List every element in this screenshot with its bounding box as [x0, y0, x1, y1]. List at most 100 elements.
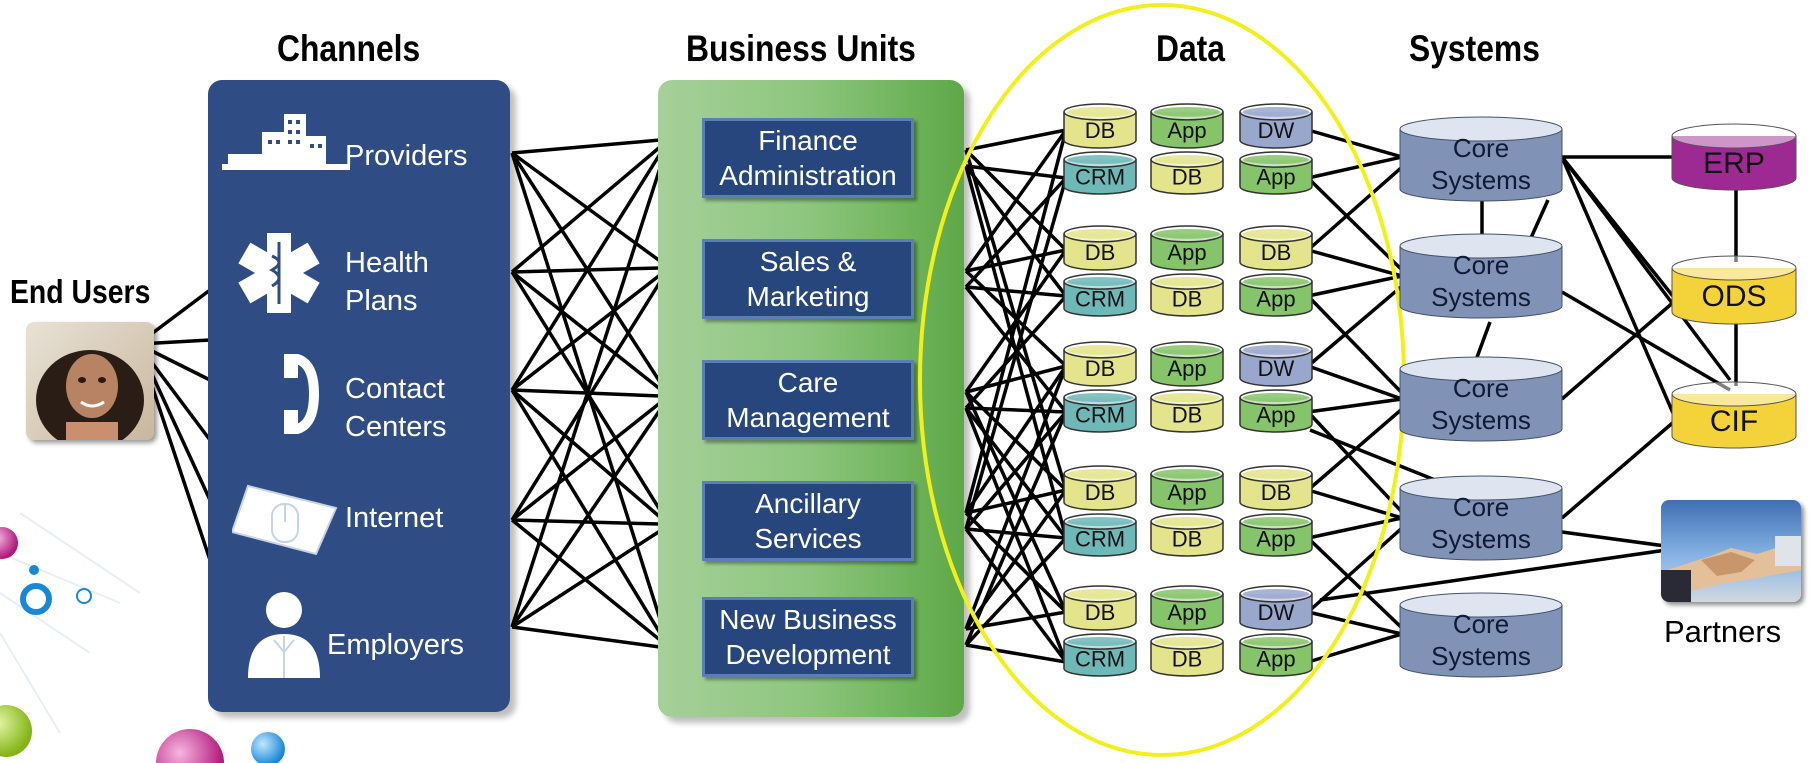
data-header: Data — [1156, 28, 1225, 69]
connector-line — [148, 358, 212, 442]
core-systems-line1: Core — [1453, 250, 1509, 280]
data-cylinder-crm-label: CRM — [1075, 165, 1125, 190]
connector-line — [1560, 418, 1678, 520]
star-of-life-icon — [238, 233, 320, 313]
connector-line — [511, 529, 661, 629]
end-users-label: End Users — [10, 273, 151, 310]
channel-employers-label: Employers — [327, 629, 464, 661]
connector-line — [510, 273, 662, 392]
data-cylinder-dw-label: DW — [1258, 600, 1295, 625]
connector-line — [964, 365, 1068, 630]
data-cylinder-app-label: App — [1256, 165, 1295, 190]
channel-health-plans-label: Health Plans — [345, 247, 429, 317]
connector-line — [1307, 128, 1403, 159]
connector-line — [965, 610, 1067, 631]
data-cylinder-app: App — [1239, 273, 1313, 317]
connector-line — [1307, 248, 1403, 278]
core-systems-line2: Systems — [1431, 524, 1531, 554]
systems-header: Systems — [1409, 28, 1540, 69]
data-cylinder-app: App — [1150, 465, 1224, 511]
partners-photo — [1661, 500, 1801, 602]
data-cylinder-crm: CRM — [1063, 633, 1137, 677]
data-cylinder-dw-label: DW — [1258, 118, 1295, 143]
data-cylinder-app: App — [1150, 225, 1224, 271]
data-cylinder-app-label: App — [1256, 287, 1295, 312]
connector-line — [1528, 199, 1550, 241]
connector-line — [511, 138, 661, 155]
connector-line — [510, 152, 662, 620]
data-cylinder-db-label: DB — [1085, 480, 1116, 505]
data-cylinder-app: App — [1239, 151, 1313, 195]
connector-line — [1307, 610, 1403, 636]
data-cylinder-db-label: DB — [1172, 403, 1203, 428]
data-cylinder-app: App — [1239, 633, 1313, 677]
data-cylinder-crm: CRM — [1063, 389, 1137, 433]
connector-line — [1319, 546, 1681, 602]
data-cylinder-db: DB — [1150, 273, 1224, 317]
channel-contact-centers-label: Contact Centers — [345, 373, 447, 443]
core-systems-line2: Systems — [1431, 282, 1531, 312]
connector-line — [1307, 155, 1403, 180]
data-cylinder-db-label: DB — [1172, 287, 1203, 312]
data-cylinder-db-label: DB — [1085, 600, 1116, 625]
data-cylinder-crm-label: CRM — [1075, 527, 1125, 552]
woman-portrait-icon — [36, 350, 144, 440]
data-cylinder-crm-label: CRM — [1075, 647, 1125, 672]
data-cylinder-db: DB — [1150, 151, 1224, 195]
data-cylinder-app-label: App — [1256, 527, 1295, 552]
connector-line — [964, 511, 1068, 614]
connector-line — [964, 128, 1068, 273]
connector-line — [510, 271, 662, 511]
connector-line — [510, 401, 662, 522]
data-cylinder-dw-label: DW — [1258, 356, 1295, 381]
connector-line — [965, 248, 1067, 273]
ods-cylinder: ODS — [1671, 255, 1797, 325]
partners-label: Partners — [1664, 614, 1782, 649]
core-systems-line1: Core — [1453, 492, 1509, 522]
data-cylinder-app-label: App — [1167, 480, 1206, 505]
data-cylinder-db-label: DB — [1085, 118, 1116, 143]
connector-line — [510, 409, 662, 628]
channels-header: Channels — [277, 28, 421, 69]
connector-line — [1306, 176, 1404, 272]
data-cylinder-crm-label: CRM — [1075, 403, 1125, 428]
handshake-icon — [1661, 536, 1801, 602]
data-cylinder-crm: CRM — [1063, 151, 1137, 195]
connector-line — [964, 129, 1068, 514]
connector-line — [1306, 536, 1404, 630]
data-cylinder-app: App — [1150, 341, 1224, 387]
data-cylinder-db-label: DB — [1085, 356, 1116, 381]
data-cylinder-app-label: App — [1167, 240, 1206, 265]
mouse-icon — [232, 484, 338, 556]
connector-line — [511, 518, 661, 526]
connector-line — [510, 388, 662, 519]
decorative-bubbles — [0, 513, 285, 763]
telephone-icon — [284, 354, 320, 434]
erp-cylinder-label: ERP — [1703, 147, 1765, 180]
end-user-photo — [26, 322, 154, 440]
connector-line — [964, 527, 1068, 664]
cif-cylinder: CIF — [1671, 381, 1797, 449]
data-cylinder-db-label: DB — [1172, 647, 1203, 672]
data-cylinder-db: DB — [1150, 513, 1224, 557]
data-cylinder-app-label: App — [1256, 403, 1295, 428]
data-cylinder-db-label: DB — [1085, 240, 1116, 265]
data-cylinder-db: DB — [1063, 465, 1137, 511]
connector-line — [964, 488, 1068, 631]
data-cylinder-dw: DW — [1239, 103, 1313, 149]
data-cylinder-app: App — [1239, 513, 1313, 557]
data-cylinder-app: App — [1239, 389, 1313, 433]
data-cylinder-db-label: DB — [1172, 165, 1203, 190]
data-cylinder-app-label: App — [1167, 600, 1206, 625]
connector-line — [149, 338, 211, 346]
building-icon — [222, 114, 350, 170]
connector-line — [1560, 155, 1732, 382]
data-cylinder-db-label: DB — [1261, 480, 1292, 505]
data-cylinder-dw: DW — [1239, 341, 1313, 387]
